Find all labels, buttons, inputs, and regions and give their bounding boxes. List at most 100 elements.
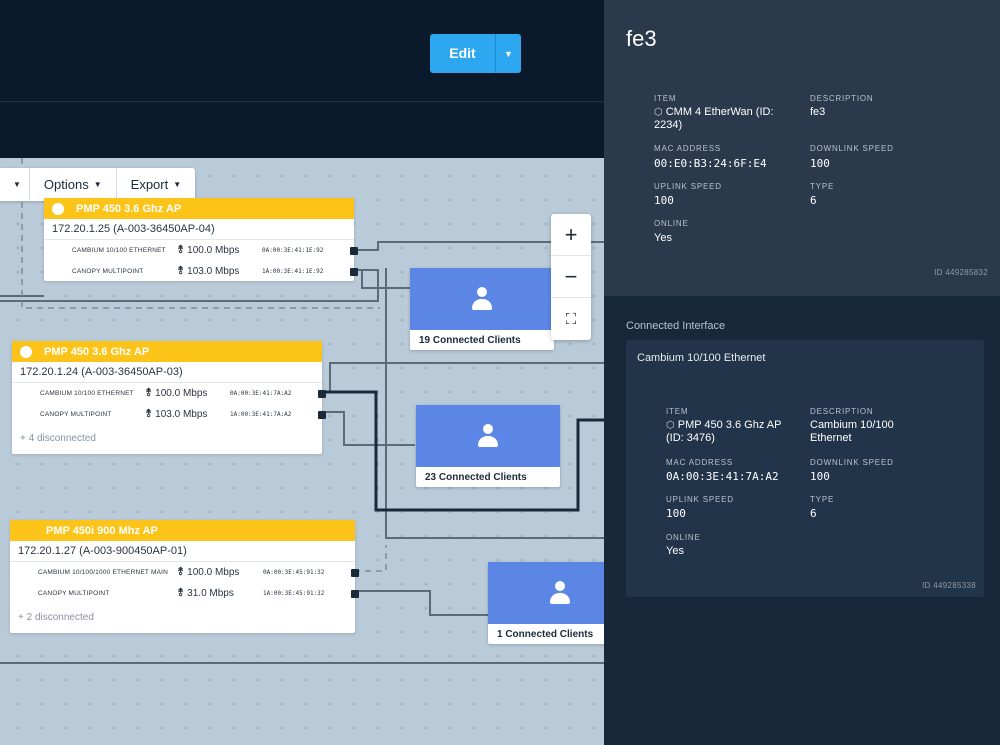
canvas-toolbar: ▼ Options ▼ Export ▼ <box>0 168 196 201</box>
type-value: 6 <box>810 507 817 520</box>
port-speed-value: 103.0 Mbps <box>155 409 208 420</box>
export-button[interactable]: Export ▼ <box>115 168 196 201</box>
uplink-label: UPLINK SPEED <box>654 182 722 191</box>
port-row[interactable]: CAMBIUM 10/100 ETHERNET ⥉100.0 Mbps 0A:0… <box>44 240 358 261</box>
status-dot-icon <box>52 202 64 215</box>
disconnected-link[interactable]: + 4 disconnected <box>20 433 96 444</box>
device-title: PMP 450i 900 Mhz AP <box>46 524 158 537</box>
fit-screen-button[interactable]: ⛶ <box>565 310 577 328</box>
port-handle[interactable] <box>318 410 326 419</box>
disconnected-link[interactable]: + 2 disconnected <box>18 612 94 623</box>
zoom-controls: + − ⛶ <box>551 214 591 340</box>
port-row[interactable]: CANOPY MULTIPOINT ⥉31.0 Mbps 1A:00:3E:45… <box>10 583 359 604</box>
zoom-out-button[interactable]: − <box>551 256 591 298</box>
uplink-label: UPLINK SPEED <box>666 495 734 504</box>
port-speed: ⥉100.0 Mbps <box>146 387 207 400</box>
port-row[interactable]: CAMBIUM 10/100 ETHERNET ⥉100.0 Mbps 0A:0… <box>12 383 326 404</box>
active-link-line <box>320 390 604 512</box>
port-handle[interactable] <box>350 246 358 255</box>
toolbar-menu-button[interactable]: ▼ <box>0 168 29 201</box>
chevron-down-icon: ▼ <box>173 180 182 189</box>
port-speed: ⥉103.0 Mbps <box>146 408 207 421</box>
mac-label: MAC ADDRESS <box>654 144 722 153</box>
port-name: CANOPY MULTIPOINT <box>40 411 112 418</box>
uplink-value: 100 <box>654 194 674 207</box>
device-card[interactable]: PMP 450 3.6 Ghz AP 172.20.1.24 (A-003-36… <box>12 341 326 454</box>
zoom-in-button[interactable]: + <box>551 214 591 256</box>
mac-label: MAC ADDRESS <box>666 458 734 467</box>
downlink-label: DOWNLINK SPEED <box>810 144 894 153</box>
panel-title: fe3 <box>626 26 657 51</box>
device-ip: 172.20.1.24 (A-003-36450AP-03) <box>12 362 322 383</box>
mac-value: 00:E0:B3:24:6F:E4 <box>654 157 767 170</box>
port-name: CAMBIUM 10/100 ETHERNET <box>72 247 166 254</box>
clients-node[interactable]: 23 Connected Clients <box>416 405 560 487</box>
chevron-down-icon[interactable]: ▼ <box>495 34 521 73</box>
port-name: CANOPY MULTIPOINT <box>38 590 110 597</box>
sub-bar <box>0 102 604 158</box>
port-name: CANOPY MULTIPOINT <box>72 268 144 275</box>
device-header: PMP 450 3.6 Ghz AP <box>12 341 322 362</box>
user-icon <box>477 424 499 448</box>
online-label: ONLINE <box>666 533 701 542</box>
edit-button[interactable]: Edit ▼ <box>430 34 521 73</box>
port-speed: ⥉100.0 Mbps <box>178 244 239 257</box>
clients-label: 23 Connected Clients <box>425 472 527 483</box>
cube-icon: ⬡ <box>666 420 675 431</box>
online-value: Yes <box>666 545 684 557</box>
cube-icon: ⬡ <box>654 107 663 118</box>
downlink-label: DOWNLINK SPEED <box>810 458 894 467</box>
port-row[interactable]: CAMBIUM 10/100/1000 ETHERNET MAIN ⥉100.0… <box>10 562 359 583</box>
connected-interface-card: Cambium 10/100 Ethernet ITEM ⬡PMP 450 3.… <box>626 340 984 597</box>
dashed-link-line <box>21 158 380 309</box>
port-name: CAMBIUM 10/100/1000 ETHERNET MAIN <box>38 569 169 576</box>
port-mac: 1A:00:3E:41:7A:A2 <box>230 411 292 418</box>
description-value: Cambium 10/100 Ethernet <box>810 419 894 444</box>
port-handle[interactable] <box>350 267 358 276</box>
port-speed-value: 31.0 Mbps <box>187 588 234 599</box>
port-handle[interactable] <box>318 389 326 398</box>
port-speed-value: 103.0 Mbps <box>187 266 240 277</box>
user-icon <box>471 287 493 311</box>
clients-node-body <box>410 268 554 330</box>
description-label: DESCRIPTION <box>810 407 874 416</box>
options-button[interactable]: Options ▼ <box>28 168 116 201</box>
link-speed-icon: ⥉ <box>178 265 184 277</box>
device-card[interactable]: PMP 450 3.6 Ghz AP 172.20.1.25 (A-003-36… <box>44 198 358 282</box>
port-speed-value: 100.0 Mbps <box>187 245 240 256</box>
type-label: TYPE <box>810 182 835 191</box>
user-icon <box>549 581 571 605</box>
clients-node[interactable]: 19 Connected Clients <box>410 268 554 350</box>
item-value: ⬡CMM 4 EtherWan (ID: 2234) <box>654 106 794 132</box>
edit-button-label: Edit <box>449 45 476 61</box>
port-mac: 0A:00:3E:41:1E:92 <box>262 247 324 254</box>
description-label: DESCRIPTION <box>810 94 874 103</box>
online-label: ONLINE <box>654 219 689 228</box>
port-name: CAMBIUM 10/100 ETHERNET <box>40 390 134 397</box>
item-value: ⬡PMP 450 3.6 Ghz AP (ID: 3476) <box>666 419 801 445</box>
device-card[interactable]: PMP 450i 900 Mhz AP 172.20.1.27 (A-003-9… <box>10 520 359 633</box>
link-speed-icon: ⥉ <box>146 387 152 399</box>
chevron-down-icon: ▼ <box>13 180 21 189</box>
port-handle[interactable] <box>351 589 359 598</box>
connected-interface-heading: Connected Interface <box>626 320 726 332</box>
link-line <box>385 268 604 539</box>
link-speed-icon: ⥉ <box>178 587 184 599</box>
link-line <box>320 362 604 393</box>
item-value-text: CMM 4 EtherWan (ID: 2234) <box>654 106 774 131</box>
type-value: 6 <box>810 194 817 207</box>
device-title: PMP 450 3.6 Ghz AP <box>76 202 182 215</box>
interface-title: Cambium 10/100 Ethernet <box>637 352 766 364</box>
mac-value: 0A:00:3E:41:7A:A2 <box>666 470 779 483</box>
clients-node-body <box>416 405 560 467</box>
port-mac: 0A:00:3E:41:7A:A2 <box>230 390 292 397</box>
port-row[interactable]: CANOPY MULTIPOINT ⥉103.0 Mbps 1A:00:3E:4… <box>12 404 326 425</box>
port-handle[interactable] <box>351 568 359 577</box>
link-line <box>352 241 604 251</box>
port-mac: 0A:00:3E:45:91:32 <box>263 569 325 576</box>
device-id: ID 449285832 <box>934 268 988 277</box>
port-row[interactable]: CANOPY MULTIPOINT ⥉103.0 Mbps 1A:00:3E:4… <box>44 261 358 282</box>
link-line <box>320 411 415 446</box>
downlink-value: 100 <box>810 470 830 483</box>
